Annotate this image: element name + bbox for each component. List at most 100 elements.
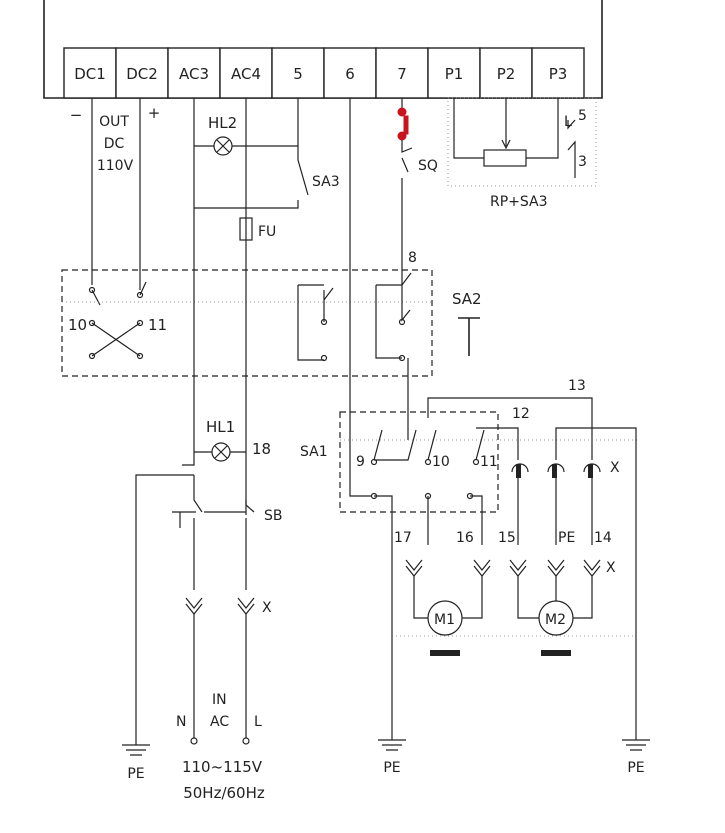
- m2-connector-icons: [511, 463, 601, 478]
- wire-input: [193, 614, 247, 738]
- wire-ac3: [182, 98, 195, 466]
- x-label-2: X: [606, 560, 616, 576]
- terminal-label-p2: P2: [497, 65, 516, 83]
- sq-label: SQ: [418, 158, 438, 174]
- potentiometer-icon: [483, 149, 527, 167]
- sa2-label: SA2: [452, 290, 482, 308]
- wire-pe-left: [135, 474, 194, 745]
- n-label: N: [176, 714, 186, 730]
- terminal-label-ac4: AC4: [231, 65, 261, 83]
- terminal-label-p1: P1: [445, 65, 464, 83]
- wire-sq: [401, 140, 413, 285]
- label-14: 14: [594, 530, 612, 546]
- wire-pe-right: [555, 427, 637, 740]
- sa2-mid-contact: [297, 284, 334, 362]
- terminal-label-p3: P3: [549, 65, 568, 83]
- pot-arrow-icon: [501, 139, 511, 150]
- hl1-lamp-icon: [211, 442, 231, 462]
- label-10: 10: [68, 316, 87, 334]
- terminal-label-dc1: DC1: [74, 65, 106, 83]
- label-11: 11: [148, 316, 167, 334]
- dc-plus-label: +: [148, 104, 161, 122]
- fuse-icon: [239, 217, 253, 241]
- terminal-label-7: 7: [397, 65, 407, 83]
- sa1-11-label: 11: [480, 454, 498, 470]
- label-8: 8: [408, 250, 417, 266]
- label-13: 13: [568, 378, 586, 394]
- label-16: 16: [456, 530, 474, 546]
- terminal-label-6: 6: [345, 65, 355, 83]
- terminal-n: [190, 737, 198, 745]
- sa2-switch-box: [61, 269, 433, 377]
- label-17: 17: [394, 530, 412, 546]
- x-label-1: X: [262, 600, 272, 616]
- wire-l: [245, 500, 255, 590]
- m1-motor-icon: [427, 600, 463, 656]
- hl2-label: HL2: [208, 114, 237, 132]
- sa3-label: SA3: [312, 174, 340, 190]
- dc-voltage-label: 110V: [97, 158, 134, 174]
- wire-m2: [517, 576, 593, 619]
- sa2-reversing-contacts: [62, 281, 432, 360]
- dc-out-label: OUT: [99, 114, 129, 130]
- m1-plug-icons: [405, 559, 491, 577]
- sb-actuator: [172, 511, 246, 528]
- fu-label: FU: [258, 224, 276, 240]
- ac-label: AC: [210, 714, 229, 730]
- ground-icon-left: [122, 744, 150, 756]
- label-18: 18: [252, 440, 271, 458]
- rp-sa3-label: RP+SA3: [490, 194, 548, 210]
- dc-label: DC: [104, 136, 125, 152]
- x-label-3: X: [610, 460, 620, 476]
- voltage-label: 110~115V: [182, 758, 263, 776]
- dc-minus-label: −: [70, 106, 83, 124]
- terminal-label-dc2: DC2: [126, 65, 158, 83]
- ground-icon-mid: [378, 739, 406, 751]
- m2-motor-icon: [538, 600, 574, 656]
- sa2-symbol: [458, 317, 480, 356]
- label-3: 3: [578, 154, 587, 170]
- wire-6: [349, 98, 372, 497]
- m2-label: M2: [545, 612, 566, 628]
- wire-pe-mid: [374, 495, 393, 740]
- terminal-label-5: 5: [293, 65, 303, 83]
- input-plug-icons: [185, 597, 255, 615]
- terminal-label-ac3: AC3: [179, 65, 209, 83]
- ground-icon-right: [622, 739, 650, 751]
- wire-16: [470, 495, 483, 545]
- terminal-l: [242, 737, 250, 745]
- pe-label-left: PE: [127, 766, 144, 782]
- wire-12: [476, 427, 519, 460]
- hl1-label: HL1: [206, 418, 235, 436]
- sa1-9-label: 9: [356, 454, 365, 470]
- hl2-lamp-icon: [213, 136, 233, 156]
- pe-label-mid: PE: [383, 760, 400, 776]
- red-limit-contact: [397, 107, 409, 141]
- sa1-contacts: [340, 429, 640, 500]
- sa1-label: SA1: [300, 444, 328, 460]
- pe-label-right: PE: [627, 760, 644, 776]
- label-12: 12: [512, 406, 530, 422]
- terminal-dc2: [115, 47, 169, 99]
- label-15: 15: [498, 530, 516, 546]
- terminal-p2: [479, 47, 533, 99]
- sa2-right-contact: [375, 272, 412, 362]
- sa3-aux-contact: [567, 119, 576, 178]
- label-5: 5: [578, 108, 587, 124]
- sa1-switch-box: [339, 411, 499, 513]
- m1-label: M1: [434, 612, 455, 628]
- terminal-p3: [531, 47, 585, 99]
- sb-label: SB: [264, 508, 283, 524]
- sa1-10-label: 10: [432, 454, 450, 470]
- in-label: IN: [212, 692, 227, 708]
- rp-box: [447, 97, 597, 187]
- wire-rp: [453, 98, 559, 159]
- terminal-strip: DC1 DC2 AC3 AC4 5 6 7 P1 P2 P3: [63, 47, 585, 99]
- wire-5-sa3: [194, 98, 309, 209]
- l-term-label: L: [254, 714, 262, 730]
- wire-13: [427, 397, 593, 460]
- wire-m1: [413, 576, 483, 619]
- frequency-label: 50Hz/60Hz: [183, 784, 265, 802]
